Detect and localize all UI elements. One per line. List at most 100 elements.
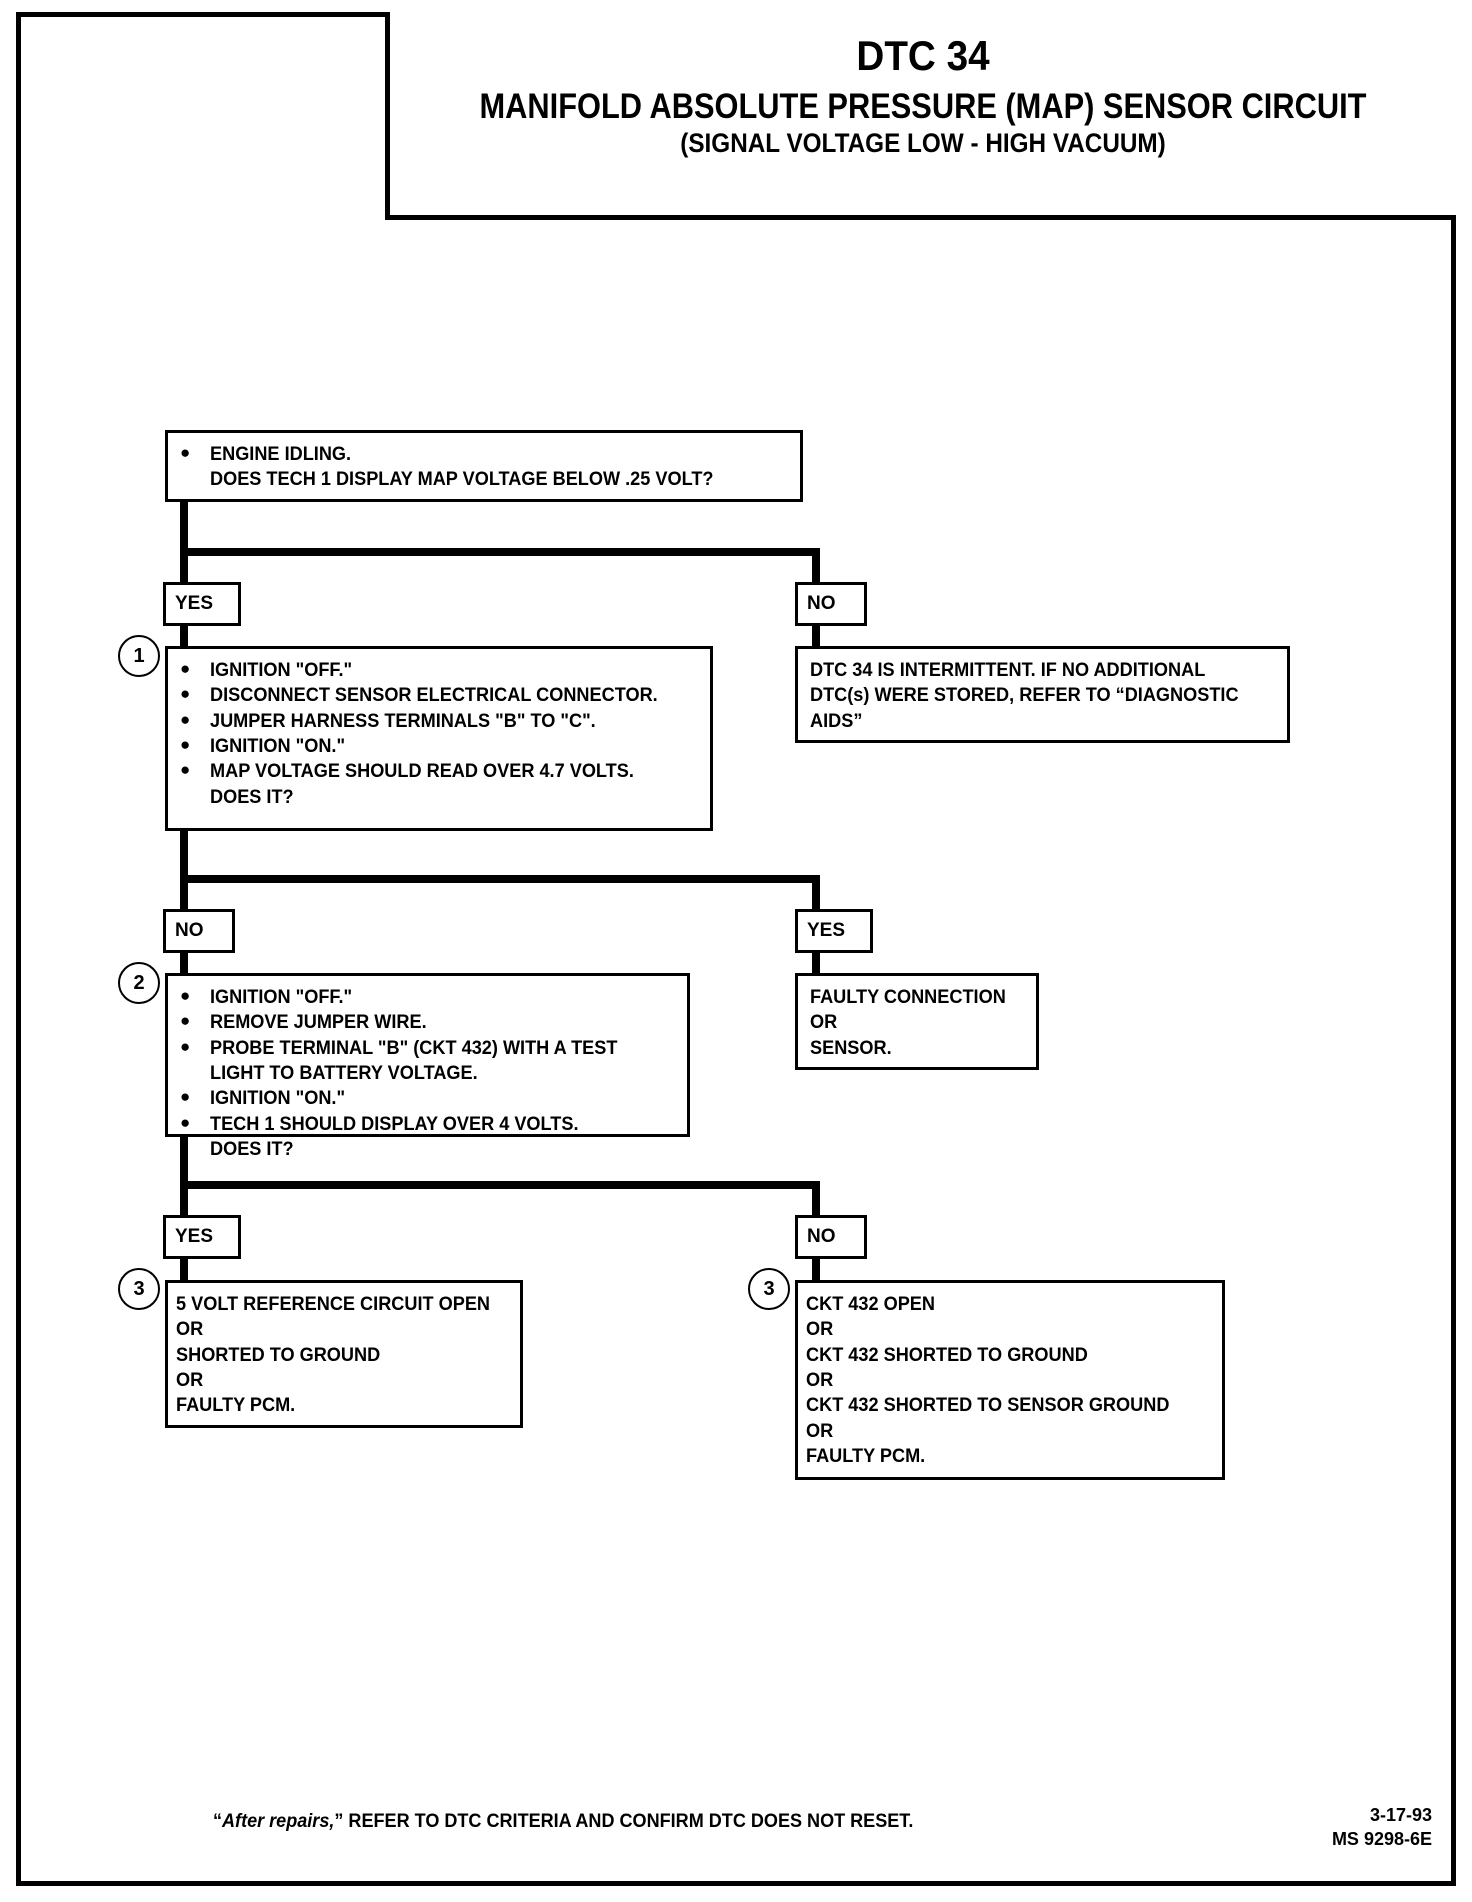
result-right-line-6: OR <box>806 1419 834 1442</box>
result-right-line-7: FAULTY PCM. <box>806 1445 926 1468</box>
connector-yes-1-down <box>180 548 188 583</box>
branch-2-no-label: NO <box>175 920 204 941</box>
connector-step1-down <box>180 831 188 883</box>
connector-yes-2-down <box>812 875 820 910</box>
branch-1-yes-label: YES <box>175 593 214 614</box>
step-2-number: 2 <box>118 962 160 1004</box>
branch-3-no-label: NO <box>807 1226 836 1247</box>
result-right-number-label: 3 <box>763 1277 775 1300</box>
bullet-icon: ● <box>180 760 191 780</box>
connector-yes-3-down <box>180 1181 188 1216</box>
connector-start-down <box>180 502 188 554</box>
footer-quote-open: “ <box>213 1811 223 1832</box>
step-1-item-4: IGNITION "ON." <box>210 735 346 758</box>
bullet-icon: ● <box>180 986 191 1005</box>
page-title: MANIFOLD ABSOLUTE PRESSURE (MAP) SENSOR … <box>479 87 1367 127</box>
step-1-item-row: ● MAP VOLTAGE SHOULD READ OVER 4.7 VOLTS… <box>180 759 700 784</box>
connector-split-bar-3 <box>180 1181 820 1189</box>
branch-2-no-tag: NO <box>163 909 235 953</box>
step-2-continuation: DOES IT? <box>210 1138 294 1161</box>
step-1-box: ● IGNITION "OFF." ● DISCONNECT SENSOR EL… <box>165 646 713 831</box>
step-1-item-row: ● IGNITION "OFF." <box>180 658 700 683</box>
branch-3-yes-label: YES <box>175 1226 214 1247</box>
footer-date: 3-17-93 <box>1369 1805 1432 1825</box>
faulty-connection-box: FAULTY CONNECTION OR SENSOR. <box>795 973 1039 1070</box>
page-subtitle: (SIGNAL VOLTAGE LOW - HIGH VACUUM) <box>680 127 1166 158</box>
bullet-icon: ● <box>180 735 191 755</box>
result-left-line-3: SHORTED TO GROUND <box>176 1343 381 1366</box>
bullet-icon: ● <box>180 443 191 462</box>
step-1-item-row: ● IGNITION "ON." <box>180 734 700 759</box>
bullet-icon: ● <box>180 659 191 678</box>
start-line-2: DOES TECH 1 DISPLAY MAP VOLTAGE BELOW .2… <box>210 468 714 491</box>
branch-2-yes-label: YES <box>807 920 846 941</box>
step-2-item-row: ● IGNITION "ON." <box>180 1086 677 1111</box>
step-2-item-3: PROBE TERMINAL "B" (CKT 432) WITH A TEST <box>210 1036 618 1059</box>
connector-yes-2-to-faulty <box>812 953 820 977</box>
bullet-icon: ● <box>180 1087 191 1107</box>
bullet-icon: ● <box>180 1011 191 1031</box>
step-2-item-5: TECH 1 SHOULD DISPLAY OVER 4 VOLTS. <box>210 1112 579 1135</box>
result-right-number: 3 <box>748 1268 790 1310</box>
connector-split-bar-2 <box>180 875 820 883</box>
step-2-item-3-continuation: LIGHT TO BATTERY VOLTAGE. <box>210 1062 478 1085</box>
connector-no-2-down <box>180 875 188 910</box>
result-left-line-1: 5 VOLT REFERENCE CIRCUIT OPEN <box>176 1293 491 1315</box>
branch-1-yes-tag: YES <box>163 582 241 626</box>
result-right-line-5: CKT 432 SHORTED TO SENSOR GROUND <box>806 1394 1170 1417</box>
intermittent-result-box: DTC 34 IS INTERMITTENT. IF NO ADDITIONAL… <box>795 646 1290 743</box>
footer-note-italic: After repairs, <box>222 1811 335 1832</box>
result-left-box: 5 VOLT REFERENCE CIRCUIT OPEN OR SHORTED… <box>165 1280 523 1428</box>
connector-no-1-to-intermittent <box>812 626 820 650</box>
start-line-1: ENGINE IDLING. <box>210 443 352 465</box>
branch-3-no-tag: NO <box>795 1215 867 1259</box>
result-left-line-2: OR <box>176 1318 204 1341</box>
step-1-item-5: MAP VOLTAGE SHOULD READ OVER 4.7 VOLTS. <box>210 760 634 783</box>
result-right-line-2: OR <box>806 1318 834 1341</box>
start-question-box: ● ENGINE IDLING. DOES TECH 1 DISPLAY MAP… <box>165 430 803 502</box>
step-1-item-3: JUMPER HARNESS TERMINALS "B" TO "C". <box>210 709 596 732</box>
result-right-box: CKT 432 OPEN OR CKT 432 SHORTED TO GROUN… <box>795 1280 1225 1480</box>
result-right-line-4: OR <box>806 1369 834 1392</box>
step-2-item-row: ● TECH 1 SHOULD DISPLAY OVER 4 VOLTS. <box>180 1112 677 1137</box>
step-1-continuation: DOES IT? <box>210 785 294 808</box>
step-1-item-1: IGNITION "OFF." <box>210 659 353 681</box>
result-right-line-3: CKT 432 SHORTED TO GROUND <box>806 1343 1088 1366</box>
result-left-number: 3 <box>118 1268 160 1310</box>
step-2-item-row: ● REMOVE JUMPER WIRE. <box>180 1010 677 1035</box>
bullet-icon: ● <box>180 709 191 729</box>
result-left-number-label: 3 <box>133 1277 145 1300</box>
connector-no-3-down <box>812 1181 820 1216</box>
step-1-number-label: 1 <box>133 644 145 667</box>
bullet-icon: ● <box>180 1112 191 1132</box>
connector-no-2-to-step2 <box>180 953 188 977</box>
step-2-number-label: 2 <box>133 971 145 994</box>
connector-step2-down <box>180 1137 188 1189</box>
footer-note: “After repairs,” REFER TO DTC CRITERIA A… <box>213 1811 913 1833</box>
branch-1-no-tag: NO <box>795 582 867 626</box>
step-2-item-row: ● PROBE TERMINAL "B" (CKT 432) WITH A TE… <box>180 1036 677 1061</box>
connector-no-3-to-result <box>812 1259 820 1283</box>
start-bullet-row: ● ENGINE IDLING. <box>180 442 790 467</box>
branch-2-yes-tag: YES <box>795 909 873 953</box>
result-left-line-4: OR <box>176 1369 204 1392</box>
footer-doc-number: MS 9298-6E <box>1331 1829 1432 1850</box>
footer-reference: 3-17-93 MS 9298-6E <box>1332 1803 1432 1852</box>
connector-yes-3-to-result <box>180 1259 188 1283</box>
intermittent-line-2: DTC(s) WERE STORED, REFER TO “DIAGNOSTIC <box>810 684 1239 707</box>
connector-no-1-down <box>812 548 820 583</box>
intermittent-line-1: DTC 34 IS INTERMITTENT. IF NO ADDITIONAL <box>810 659 1206 681</box>
step-2-item-4: IGNITION "ON." <box>210 1087 346 1110</box>
branch-3-yes-tag: YES <box>163 1215 241 1259</box>
result-right-line-1: CKT 432 OPEN <box>806 1293 936 1315</box>
branch-1-no-label: NO <box>807 593 836 614</box>
dtc-number: DTC 34 <box>856 32 990 79</box>
step-2-item-1: IGNITION "OFF." <box>210 986 353 1008</box>
step-2-item-row: ● IGNITION "OFF." <box>180 985 677 1010</box>
step-1-number: 1 <box>118 635 160 677</box>
connector-yes-1-to-step1 <box>180 626 188 650</box>
step-1-item-row: ● DISCONNECT SENSOR ELECTRICAL CONNECTOR… <box>180 683 700 708</box>
connector-split-bar-1 <box>180 548 820 556</box>
title-block: DTC 34 MANIFOLD ABSOLUTE PRESSURE (MAP) … <box>385 12 1456 220</box>
result-left-line-5: FAULTY PCM. <box>176 1394 296 1417</box>
